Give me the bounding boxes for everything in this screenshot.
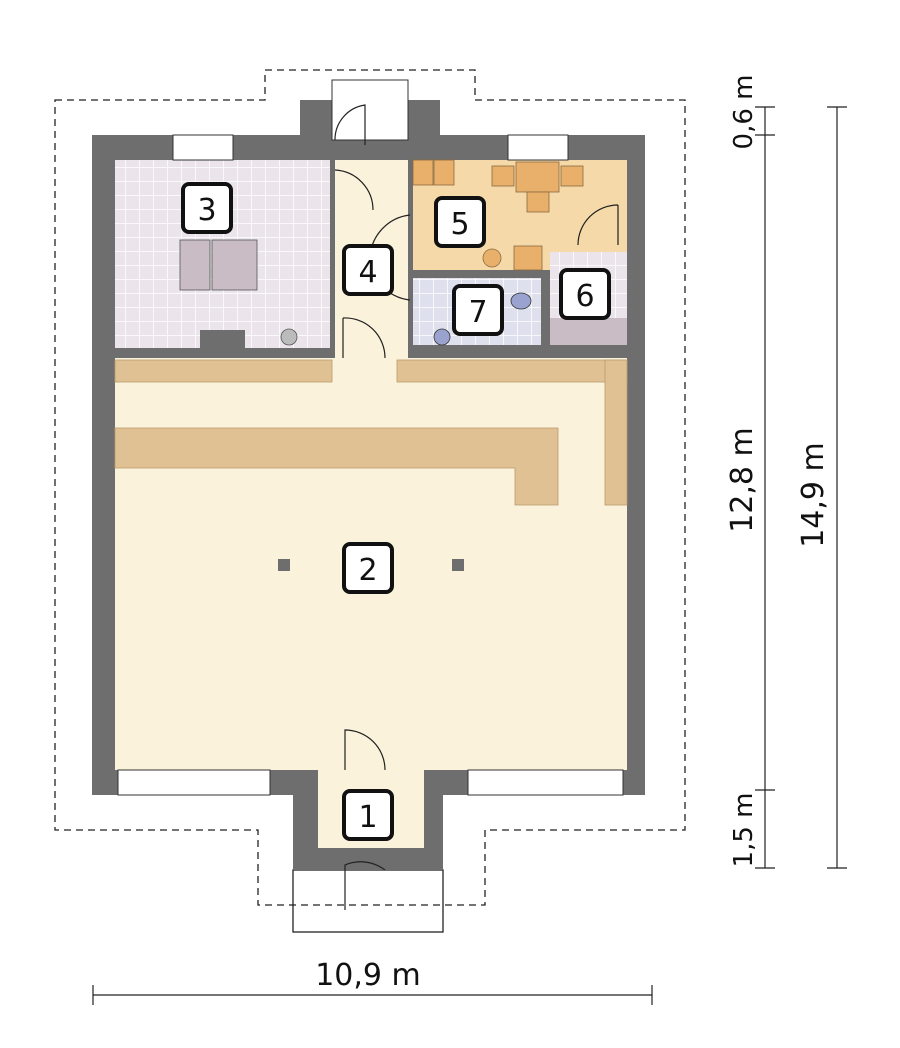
roof-outline xyxy=(54,69,686,906)
entrance-canopy xyxy=(292,869,444,933)
room-number: 2 xyxy=(358,553,377,588)
kitchen-furniture xyxy=(412,159,584,271)
room-label-7: 7 xyxy=(452,284,504,336)
room-number: 1 xyxy=(358,800,377,835)
room-7-fixtures xyxy=(433,292,532,346)
room-label-4: 4 xyxy=(342,244,394,296)
back-vestibule xyxy=(331,79,409,141)
dimension-lines xyxy=(92,106,847,1005)
room-label-2: 2 xyxy=(342,542,394,594)
top-overhang-dimension: 0,6 m xyxy=(729,75,759,150)
room-6-bath xyxy=(550,318,627,345)
doors[interactable] xyxy=(334,104,619,910)
room-3-wall-nib xyxy=(200,330,245,350)
room-number: 3 xyxy=(197,193,216,228)
room-3-fixtures xyxy=(179,239,298,346)
counters xyxy=(114,359,628,506)
total-depth-dimension: 14,9 m xyxy=(796,442,831,548)
windows[interactable] xyxy=(117,134,624,796)
room-number: 5 xyxy=(450,207,469,242)
entrance-depth-dimension: 1,5 m xyxy=(729,793,759,868)
pillar xyxy=(278,559,290,571)
room-number: 7 xyxy=(468,295,487,330)
pillar xyxy=(452,559,464,571)
main-depth-dimension: 12,8 m xyxy=(725,427,760,533)
room-label-1: 1 xyxy=(342,789,394,841)
room-number: 6 xyxy=(575,279,594,314)
width-dimension: 10,9 m xyxy=(315,958,421,993)
room-label-3: 3 xyxy=(181,182,233,234)
room-label-5: 5 xyxy=(434,196,486,248)
room-number: 4 xyxy=(358,255,377,290)
room-label-6: 6 xyxy=(559,268,611,320)
